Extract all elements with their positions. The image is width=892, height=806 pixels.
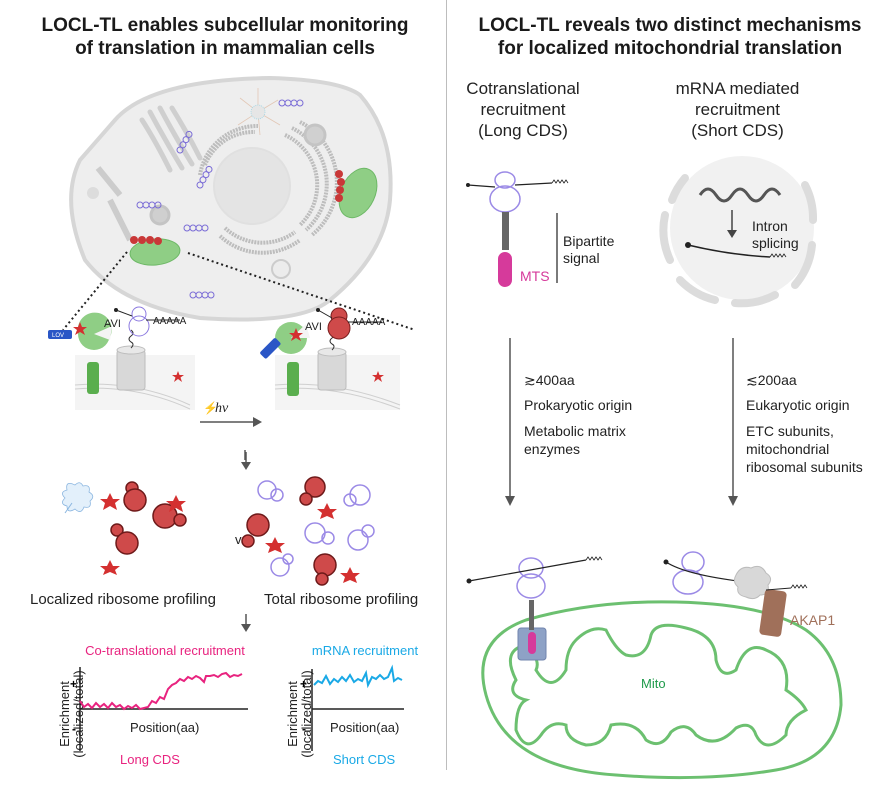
green-anchor [87, 362, 99, 394]
plot2-caption: Short CDS [333, 752, 396, 767]
localized-profiling-label: Localized ribosome profiling [30, 591, 216, 608]
bipartite-label: Bipartite signal [563, 233, 615, 266]
mitochondrion-left [129, 236, 181, 266]
plot2-chart: + - [300, 664, 404, 751]
cotranslational-schematic: MTS [466, 171, 569, 287]
mrna-mediated-heading: mRNA mediated recruitment (Short CDS) [675, 79, 800, 140]
mito-label: Mito [641, 676, 666, 691]
arrow-down-icon [241, 614, 251, 632]
panel-divider [446, 0, 447, 770]
plot1-title: Co-translational recruitment [85, 643, 245, 658]
plot1-trace [79, 671, 243, 711]
light-label: hν [215, 401, 229, 416]
left-title-line1: LOCL-TL enables subcellular monitoring [41, 15, 409, 36]
intron-splicing-label: Intron splicing [752, 218, 799, 251]
left-title-line2: of translation in mammalian cells [75, 38, 375, 59]
ribosome-small [494, 171, 516, 189]
vesicle [149, 204, 171, 226]
nascent-chain [502, 212, 509, 250]
etc-subunits: ETC subunits, mitochondrial ribosomal su… [746, 423, 863, 475]
centrosome-icon [237, 88, 281, 136]
mts-bar [498, 252, 512, 287]
labeled-ribosomes [110, 481, 187, 555]
mitochondrion-right [335, 167, 378, 219]
plot2-plus: + [300, 677, 307, 691]
mito-outer-membrane [481, 600, 843, 780]
short-cds-size: ≲200aa [746, 372, 797, 388]
plot1-minus: - [72, 722, 76, 736]
arrow-down-left [505, 338, 515, 506]
lov-label: LOV [52, 333, 64, 339]
vesicle [87, 187, 99, 199]
akap1-label: AKAP1 [790, 612, 835, 628]
lov-mechanism: LOV AVI AAAAA ⚡ hν AVI AAAAA [48, 306, 401, 460]
right-title-line1: LOCL-TL reveals two distinct mechanisms [478, 15, 862, 36]
cotranslational-heading: Cotranslational recruitment (Long CDS) [466, 79, 580, 140]
plot2-minus: - [302, 722, 306, 736]
arrow-down-icon [241, 452, 251, 470]
light-bolt-icon: ⚡ [203, 401, 218, 415]
ribosome-empty-small [131, 306, 147, 322]
akap1-anchor [759, 589, 787, 637]
plot1-chart: + - [70, 667, 248, 751]
right-title-line2: for localized mitochondrial translation [497, 38, 843, 59]
pre-mrna-icon [698, 187, 782, 203]
mitochondrion-diagram: Mito AKAP1 [466, 551, 843, 780]
biotin-star [172, 371, 184, 382]
long-cds-size: ≳400aa [524, 372, 575, 388]
plot2-trace [313, 664, 403, 689]
lov-domain [48, 330, 72, 339]
svg-text:AVI: AVI [305, 321, 322, 333]
arrow-down-right [728, 338, 738, 506]
polya-label: AAAAA [153, 316, 187, 327]
zoom-lines [62, 251, 416, 331]
eukaryotic-origin: Eukaryotic origin [746, 397, 850, 413]
left-panel-title: LOCL-TL enables subcellular monitoring o… [20, 14, 430, 60]
vesicle [303, 123, 327, 147]
unlabeled-ribosomes [257, 480, 375, 577]
profiling-illustration: vs [62, 476, 375, 586]
plot1-xlabel: Position(aa) [130, 720, 200, 735]
right-panel-title: LOCL-TL reveals two distinct mechanisms … [455, 14, 885, 60]
metabolic-enzymes: Metabolic matrix enzymes [524, 423, 626, 457]
ribosome-large [489, 185, 521, 213]
streptavidin-bead [62, 482, 94, 512]
cell-illustration [62, 75, 416, 331]
vesicle [271, 259, 291, 279]
avi-label: AVI [104, 318, 121, 330]
mature-mrna [687, 244, 771, 258]
ribosome-empty-large [128, 315, 150, 337]
plot1-plus: + [70, 677, 77, 691]
mito-cristae [508, 623, 809, 747]
golgi-icon [139, 105, 203, 173]
plot1-caption: Long CDS [120, 752, 180, 767]
biotin-star [73, 322, 87, 335]
plot2-title: mRNA recruitment [311, 643, 419, 658]
nucleus [213, 147, 291, 225]
plot2-xlabel: Position(aa) [330, 720, 400, 735]
polysomes [136, 99, 304, 299]
mts-in-pore [528, 632, 536, 654]
cytoskeleton [95, 166, 133, 242]
prokaryotic-origin: Prokaryotic origin [524, 397, 633, 413]
nucleus-splicing [659, 156, 818, 308]
ribosome-labeled-large [327, 316, 351, 340]
total-profiling-label: Total ribosome profiling [264, 591, 419, 608]
mts-label: MTS [520, 268, 550, 284]
svg-text:AAAAA: AAAAA [352, 317, 386, 328]
